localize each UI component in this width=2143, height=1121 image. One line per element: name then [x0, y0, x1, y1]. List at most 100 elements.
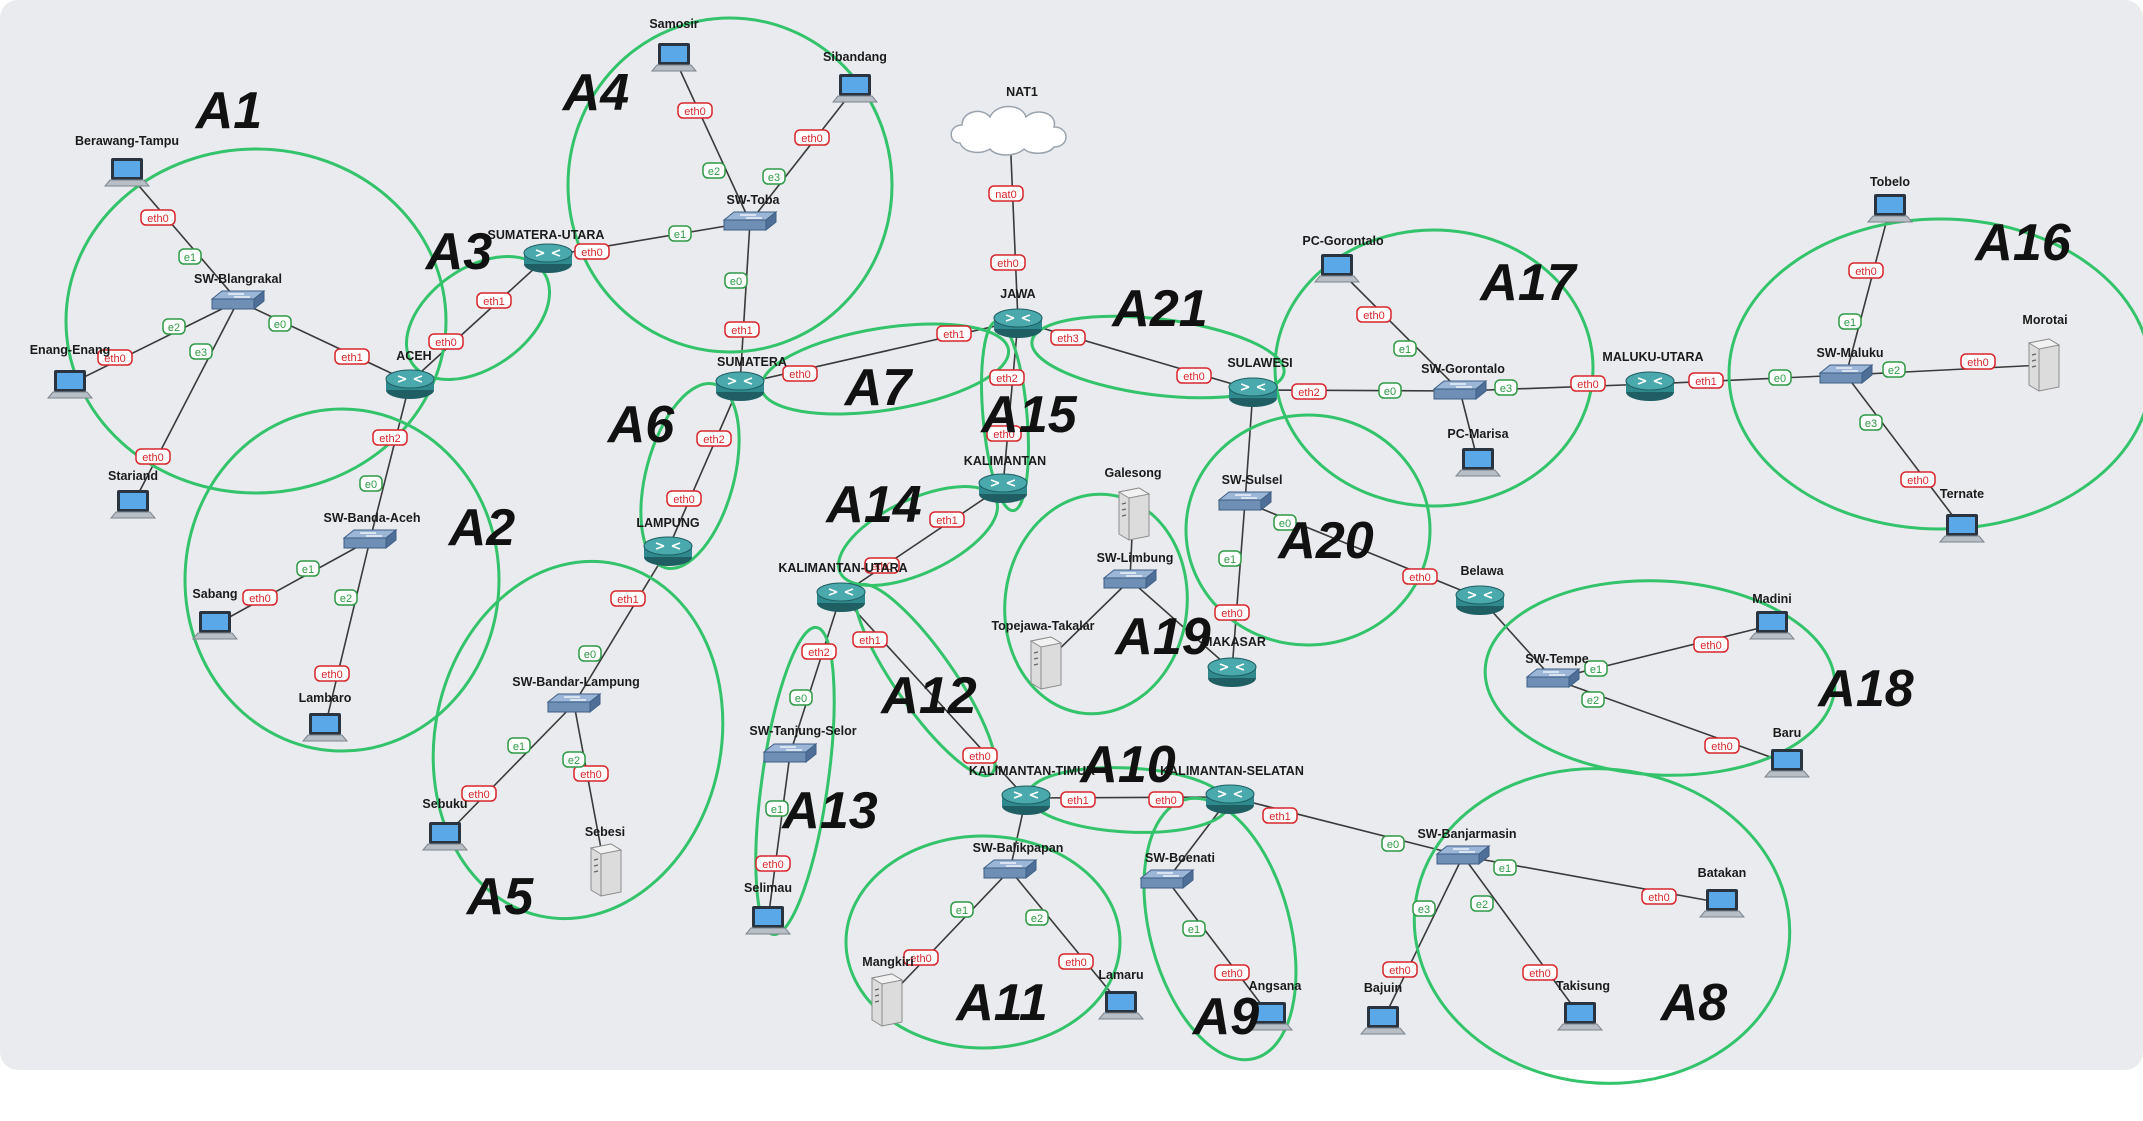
server-icon[interactable]	[870, 973, 904, 1027]
switch-icon[interactable]	[982, 858, 1038, 880]
area-label-a20: A20	[1276, 512, 1373, 570]
switch-icon[interactable]	[1432, 379, 1488, 401]
router-icon[interactable]	[978, 473, 1028, 503]
router-icon[interactable]	[993, 308, 1043, 338]
pc-icon[interactable]	[1454, 448, 1502, 477]
port-name: eth0	[789, 369, 810, 381]
server-icon[interactable]	[2027, 338, 2061, 392]
pc-icon[interactable]	[831, 74, 879, 103]
router-icon[interactable]	[715, 371, 765, 401]
device-label: SW-Toba	[727, 193, 781, 207]
switch-icon[interactable]	[1139, 868, 1195, 890]
pc-icon[interactable]	[1698, 889, 1746, 918]
device-label: SW-Boenati	[1145, 851, 1215, 865]
port-label: eth0	[135, 448, 171, 465]
pc-icon[interactable]	[1313, 254, 1361, 283]
server-icon[interactable]	[1117, 487, 1151, 541]
switch-icon[interactable]	[762, 742, 818, 764]
pc-icon[interactable]	[191, 611, 239, 640]
pc-icon[interactable]	[46, 370, 94, 399]
server-icon[interactable]	[589, 843, 623, 897]
router-icon[interactable]	[643, 536, 693, 566]
pc-icon[interactable]	[109, 490, 157, 519]
switch-icon[interactable]	[342, 528, 398, 550]
link-ternate-sw_maluku	[1845, 374, 1963, 529]
port-name: e0	[1387, 839, 1399, 851]
area-label-a14: A14	[824, 476, 921, 534]
nat-cloud-icon[interactable]	[950, 105, 1067, 156]
area-outline-a19	[1003, 492, 1189, 716]
pc-icon[interactable]	[1097, 991, 1145, 1020]
port-label: eth0	[314, 665, 350, 682]
port-name: e0	[1384, 386, 1396, 398]
device-label: NAT1	[1006, 85, 1038, 99]
port-name: e2	[568, 755, 580, 767]
port-name: eth0	[1967, 357, 1988, 369]
pc-icon[interactable]	[1359, 1006, 1407, 1035]
link-malut-sw_maluku	[1649, 374, 1847, 385]
pc-icon[interactable]	[1556, 1002, 1604, 1031]
port-label: e1	[1493, 859, 1517, 876]
link-sebesi-sw_bandar	[573, 703, 606, 871]
port-name: eth0	[104, 353, 125, 365]
port-label: eth0	[1570, 375, 1606, 392]
router-icon[interactable]	[385, 369, 435, 399]
pc-icon[interactable]	[1763, 749, 1811, 778]
port-name: eth0	[580, 769, 601, 781]
pc-icon[interactable]	[421, 822, 469, 851]
router-icon[interactable]	[1001, 785, 1051, 815]
device-label: Takisung	[1556, 979, 1610, 993]
pc-icon[interactable]	[1866, 194, 1914, 223]
switch-icon[interactable]	[546, 692, 602, 714]
device-label: SW-Tempe	[1525, 652, 1588, 666]
link-sibandang-sw_toba	[749, 87, 856, 223]
device-label: SW-Tanjung-Selor	[749, 724, 856, 738]
port-name: eth0	[993, 429, 1014, 441]
router-icon[interactable]	[1205, 784, 1255, 814]
server-icon[interactable]	[1029, 636, 1063, 690]
port-label: e0	[359, 475, 383, 492]
area-outline-a5	[431, 559, 725, 921]
switch-icon[interactable]	[1435, 844, 1491, 866]
router-icon[interactable]	[523, 243, 573, 273]
port-label: eth0	[986, 425, 1022, 442]
router-icon[interactable]	[1625, 371, 1675, 401]
port-name: e1	[513, 741, 525, 753]
port-label: eth0	[1356, 306, 1392, 323]
port-name: eth0	[581, 247, 602, 259]
device-label: Baru	[1773, 726, 1801, 740]
pc-icon[interactable]	[650, 43, 698, 72]
pc-icon[interactable]	[1246, 1002, 1294, 1031]
link-kalut-sw_tanjung	[789, 594, 842, 755]
port-name: e3	[1865, 418, 1877, 430]
switch-icon[interactable]	[1217, 490, 1273, 512]
device-label: Lamaru	[1098, 968, 1143, 982]
port-label: eth2	[989, 369, 1025, 386]
router-icon[interactable]	[816, 582, 866, 612]
switch-icon[interactable]	[1102, 568, 1158, 590]
port-label: e2	[1882, 361, 1906, 378]
switch-icon[interactable]	[722, 210, 778, 232]
router-icon[interactable]	[1228, 377, 1278, 407]
router-icon[interactable]	[1455, 585, 1505, 615]
pc-icon[interactable]	[103, 158, 151, 187]
area-label-a10: A10	[1078, 736, 1175, 794]
device-label: Samosir	[649, 17, 698, 31]
area-label-a13: A13	[780, 782, 877, 840]
link-sulawesi-sw_sulsel	[1244, 389, 1254, 503]
router-icon[interactable]	[1207, 657, 1257, 687]
port-name: eth1	[1269, 811, 1290, 823]
port-label: eth0	[1900, 471, 1936, 488]
switch-icon[interactable]	[210, 289, 266, 311]
switch-icon[interactable]	[1525, 667, 1581, 689]
port-name: eth1	[483, 296, 504, 308]
port-name: eth0	[142, 452, 163, 464]
port-name: eth0	[147, 213, 168, 225]
switch-icon[interactable]	[1818, 363, 1874, 385]
pc-icon[interactable]	[301, 713, 349, 742]
device-label: Angsana	[1249, 979, 1303, 993]
pc-icon[interactable]	[1938, 514, 1986, 543]
pc-icon[interactable]	[744, 906, 792, 935]
pc-icon[interactable]	[1748, 611, 1796, 640]
port-label: eth0	[1382, 961, 1418, 978]
